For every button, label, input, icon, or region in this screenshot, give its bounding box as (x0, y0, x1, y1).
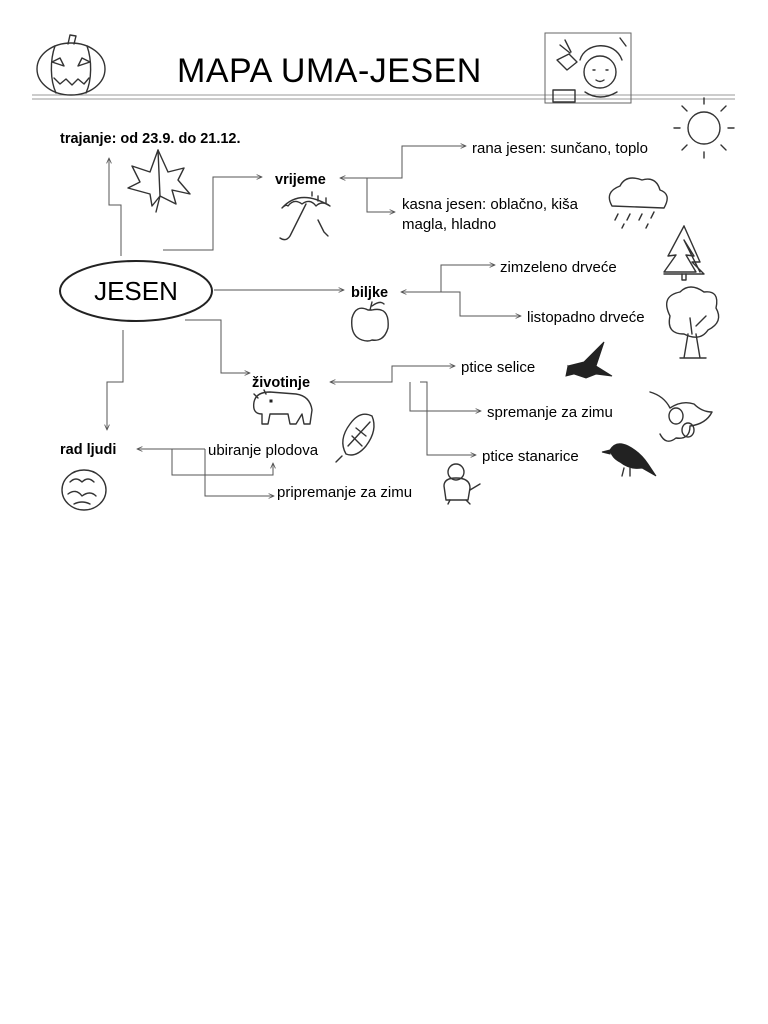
kasna-jesen-label-2: magla, hladno (402, 216, 496, 233)
pumpkin-icon (36, 34, 106, 96)
sun-icon (673, 97, 735, 159)
fir-tree-icon (663, 225, 705, 281)
biljke-label: biljke (351, 285, 388, 301)
rad-ljudi-label: rad ljudi (60, 442, 116, 458)
rana-jesen-label: rana jesen: sunčano, toplo (472, 140, 648, 157)
ptice-selice-label: ptice selice (461, 359, 535, 376)
blackbird-icon (601, 443, 657, 477)
pripremanje-label: pripremanje za zimu (277, 484, 412, 501)
corn-icon (335, 413, 375, 463)
page-title: MAPA UMA-JESEN (177, 52, 482, 90)
vrijeme-label: vrijeme (275, 172, 326, 188)
hedgehog-icon (61, 469, 107, 511)
child-icon (544, 32, 632, 104)
spremanje-label: spremanje za zimu (487, 404, 613, 421)
kasna-jesen-label: kasna jesen: oblačno, kiša (402, 196, 579, 213)
basket-icon (443, 463, 481, 505)
acorn-icon (649, 391, 713, 442)
listopadno-label: listopadno drveće (527, 309, 645, 326)
zivotinje-label: životinje (252, 375, 310, 391)
zimzeleno-label: zimzeleno drveće (500, 259, 617, 276)
bear-icon (252, 389, 313, 425)
umbrella-icon (279, 191, 331, 241)
center-label: JESEN (94, 276, 178, 306)
ptice-stanarice-label: ptice stanarice (482, 448, 579, 465)
center-node (59, 260, 213, 322)
rain-cloud-icon (608, 177, 668, 229)
swallow-icon (565, 341, 613, 379)
connectors (107, 146, 521, 496)
ubiranje-label: ubiranje plodova (208, 442, 319, 459)
deciduous-tree-icon (666, 286, 720, 359)
trajanje-label: trajanje: od 23.9. do 21.12. (60, 131, 241, 147)
maple-leaf-icon (127, 149, 191, 213)
apple-icon (351, 301, 389, 342)
